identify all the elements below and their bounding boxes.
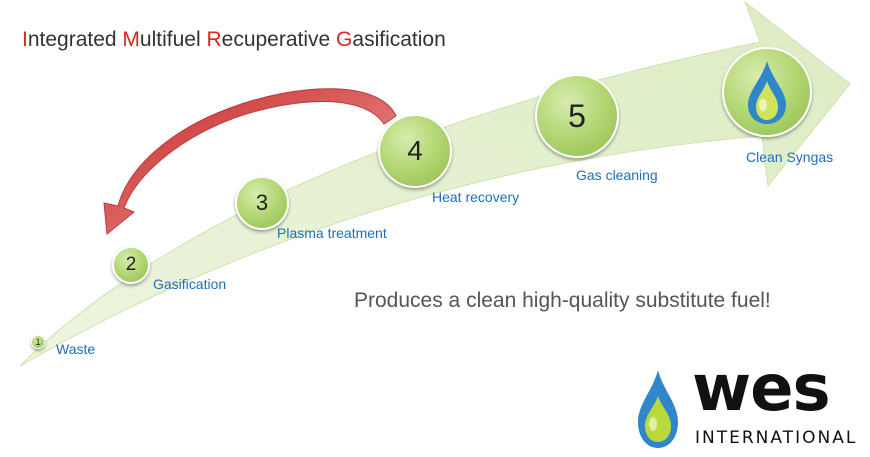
tagline: Produces a clean high-quality substitute…	[354, 289, 771, 312]
step-3-label: Plasma treatment	[277, 225, 387, 241]
step-5-label: Gas cleaning	[576, 167, 658, 183]
step-6-label: Clean Syngas	[746, 149, 834, 165]
title-accent-2: M	[122, 28, 140, 51]
step-1-circle: 1	[31, 335, 45, 349]
step-4-circle: 4	[378, 114, 452, 188]
wes-logo: wes INTERNATIONAL	[630, 352, 860, 455]
title-rest-1: ntegrated	[27, 28, 123, 51]
title-rest-3: ecuperative	[221, 28, 337, 51]
step-5-circle: 5	[535, 74, 619, 158]
title-accent-4: G	[336, 28, 353, 51]
title-rest-4: asification	[352, 28, 446, 51]
logo-wordmark: wes	[692, 352, 831, 426]
page-title: Integrated Multifuel Recuperative Gasifi…	[22, 28, 446, 52]
flame-drop-icon	[748, 61, 786, 124]
step-6-circle	[722, 47, 812, 137]
logo-subtitle: INTERNATIONAL	[695, 428, 858, 448]
return-arrow	[103, 88, 397, 235]
title-accent-3: R	[206, 28, 222, 51]
progress-arrow	[19, 0, 851, 367]
step-3-circle: 3	[235, 176, 289, 230]
step-2-label: Gasification	[153, 276, 227, 292]
step-1-label: Waste	[56, 341, 96, 357]
step-4-label: Heat recovery	[432, 189, 520, 205]
flame-drop-icon	[638, 370, 678, 448]
title-rest-2: ultifuel	[139, 28, 207, 51]
title-accent-1: I	[22, 28, 28, 51]
step-2-circle: 2	[112, 246, 150, 284]
